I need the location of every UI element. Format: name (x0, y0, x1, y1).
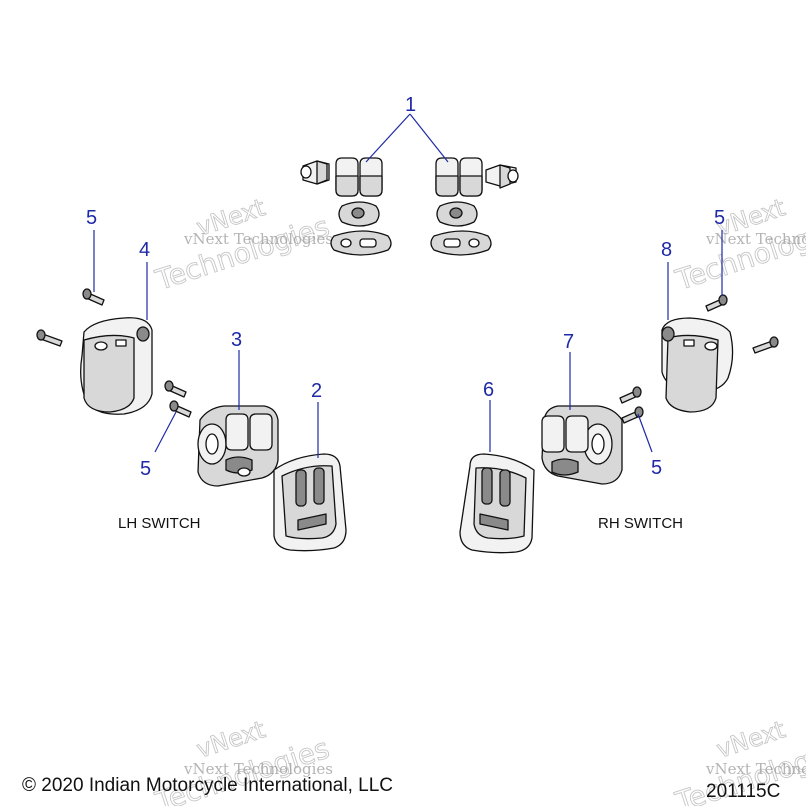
screw-lh-top (82, 288, 105, 306)
watermark-text: vNext Technologies (183, 230, 333, 248)
leader-1-right (409, 113, 449, 163)
rh-switch-label: RH SWITCH (598, 515, 683, 532)
copyright-notice: © 2020 Indian Motorcycle International, … (22, 775, 393, 796)
part-7-rh-switch-body[interactable] (541, 405, 623, 485)
callout-5c[interactable]: 5 (651, 457, 662, 479)
callout-8[interactable]: 8 (661, 239, 672, 261)
lh-switch-label: LH SWITCH (118, 515, 201, 532)
watermark-text: vNext Technologies (705, 230, 806, 248)
watermark-text: vNext Technologies (705, 760, 806, 778)
part-6-rh-lower-housing[interactable] (459, 453, 535, 554)
right-rocker-button-a (435, 157, 459, 197)
callout-7[interactable]: 7 (563, 331, 574, 353)
screw-rh-right (752, 336, 779, 354)
watermark-text: vNext Technologies (183, 760, 333, 778)
part-1-button-set[interactable] (300, 157, 519, 256)
watermark-top-left: vNext Technologies Technologies vNext (151, 193, 334, 297)
right-long-button (430, 230, 492, 256)
left-rocker-button-b (359, 157, 383, 197)
callout-2[interactable]: 2 (311, 380, 322, 402)
screw-lh-left (36, 329, 63, 347)
left-long-button (330, 230, 392, 256)
part-2-lh-lower-housing[interactable] (273, 453, 347, 552)
watermark-top-right: vNext Technologies Technologies vNext (671, 193, 806, 297)
right-rocker-button-b (459, 157, 483, 197)
part-4-lh-upper-housing[interactable] (80, 317, 153, 415)
screw-rh-mid-b (621, 406, 644, 424)
callout-5a[interactable]: 5 (86, 207, 97, 229)
leader-1-left (365, 113, 411, 163)
right-small-plug (485, 164, 519, 189)
left-small-plug (300, 160, 330, 185)
drawing-number: 201115C (706, 781, 780, 802)
callout-1[interactable]: 1 (405, 94, 416, 116)
callout-4[interactable]: 4 (139, 239, 150, 261)
callout-3[interactable]: 3 (231, 329, 242, 351)
part-3-lh-switch-body[interactable] (197, 405, 279, 487)
leader-5c (637, 413, 653, 453)
screw-lh-mid-b (169, 400, 192, 418)
callout-6[interactable]: 6 (483, 379, 494, 401)
left-oval-button (338, 201, 380, 227)
callout-5d[interactable]: 5 (714, 207, 725, 229)
right-oval-button (436, 201, 478, 227)
left-rocker-button-a (335, 157, 359, 197)
callout-5b[interactable]: 5 (140, 458, 151, 480)
leader-5b (154, 411, 177, 453)
part-8-rh-upper-housing[interactable] (661, 317, 734, 413)
screw-rh-mid-a (619, 386, 642, 404)
screw-rh-top (705, 294, 728, 312)
screw-lh-mid-a (164, 380, 187, 398)
